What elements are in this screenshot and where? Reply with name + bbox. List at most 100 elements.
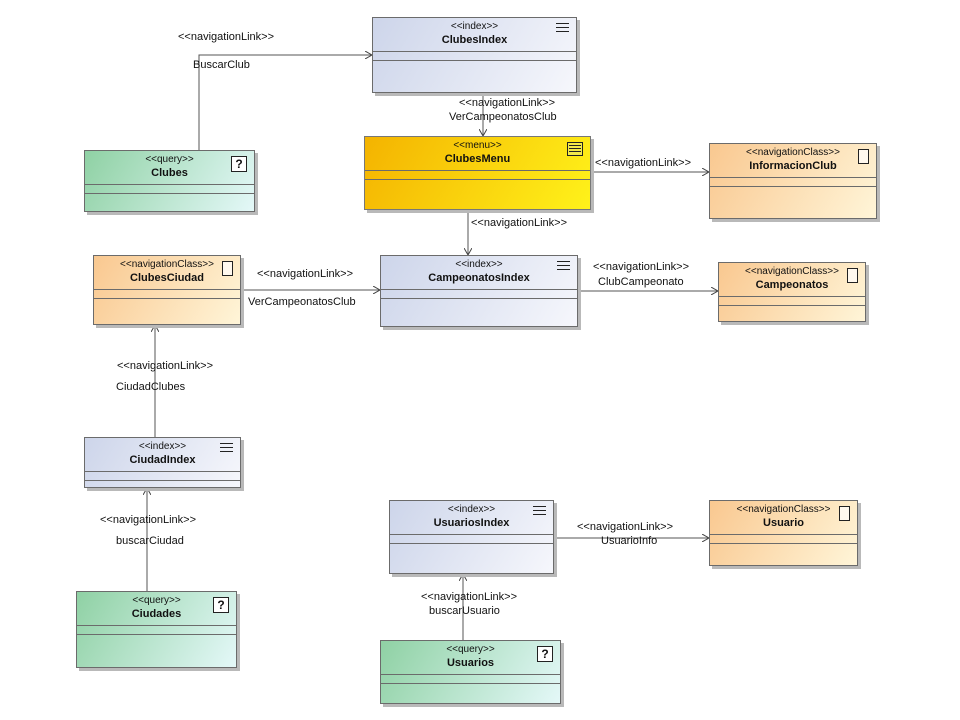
compartment-divider — [85, 471, 240, 472]
compartment-divider — [365, 170, 590, 171]
edge-label-stereotype: <<navigationLink>> — [577, 521, 674, 533]
node-header: <<navigationClass>> ClubesCiudad — [94, 256, 240, 285]
node-header: <<query>> Ciudades — [77, 592, 236, 621]
node-name: ClubesMenu — [444, 153, 511, 165]
node-header: <<navigationClass>> Usuario — [710, 501, 857, 530]
node-header: <<menu>> ClubesMenu — [365, 137, 590, 166]
node-stereotype: <<index>> — [447, 504, 496, 515]
compartment-divider — [77, 625, 236, 626]
node-header: <<query>> Clubes — [85, 151, 254, 180]
edge-label-stereotype: <<navigationLink>> — [178, 31, 275, 43]
node-header: <<index>> UsuariosIndex — [390, 501, 553, 530]
edge-buscarclub — [198, 55, 372, 150]
edge-label-name: VerCampeonatosClub — [449, 111, 557, 123]
index-lines-icon — [220, 443, 233, 453]
node-usuario[interactable]: <<navigationClass>> Usuario — [709, 500, 858, 566]
node-name: CampeonatosIndex — [428, 272, 530, 284]
compartment-divider — [719, 296, 865, 297]
compartment-divider — [85, 480, 240, 481]
node-header: <<index>> ClubesIndex — [373, 18, 576, 47]
node-stereotype: <<query>> — [145, 154, 194, 165]
compartment-divider — [710, 186, 876, 187]
node-clubes[interactable]: <<query>> Clubes ? — [84, 150, 255, 212]
edge-label-stereotype: <<navigationLink>> — [595, 157, 692, 169]
edge-label-name: buscarCiudad — [116, 535, 184, 547]
node-stereotype: <<index>> — [138, 441, 187, 452]
node-ciudades[interactable]: <<query>> Ciudades ? — [76, 591, 237, 668]
menu-icon — [567, 142, 583, 156]
node-name: ClubesIndex — [441, 34, 508, 46]
node-campeonatosindex[interactable]: <<index>> CampeonatosIndex — [380, 255, 578, 327]
edge-label-name: BuscarClub — [193, 59, 250, 71]
compartment-divider — [719, 305, 865, 306]
node-clubesciudad[interactable]: <<navigationClass>> ClubesCiudad — [93, 255, 241, 325]
node-header: <<navigationClass>> InformacionClub — [710, 144, 876, 173]
compartment-divider — [390, 543, 553, 544]
edge-label-stereotype: <<navigationLink>> — [471, 217, 568, 229]
compartment-divider — [390, 534, 553, 535]
node-stereotype: <<index>> — [450, 21, 499, 32]
compartment-divider — [94, 298, 240, 299]
edge-label-stereotype: <<navigationLink>> — [117, 360, 214, 372]
index-lines-icon — [557, 261, 570, 271]
compartment-divider — [710, 543, 857, 544]
compartment-divider — [77, 634, 236, 635]
question-icon: ? — [231, 156, 247, 172]
edge-label-name: ClubCampeonato — [598, 276, 684, 288]
edge-label-stereotype: <<navigationLink>> — [459, 97, 556, 109]
node-name: UsuariosIndex — [433, 517, 510, 529]
node-header: <<navigationClass>> Campeonatos — [719, 263, 865, 292]
node-stereotype: <<navigationClass>> — [120, 259, 214, 270]
class-icon — [847, 268, 858, 283]
node-name: InformacionClub — [749, 160, 837, 172]
edge-label-stereotype: <<navigationLink>> — [593, 261, 690, 273]
edge-label-name: buscarUsuario — [429, 605, 500, 617]
node-campeonatos[interactable]: <<navigationClass>> Campeonatos — [718, 262, 866, 322]
compartment-divider — [710, 177, 876, 178]
node-name: Usuario — [763, 517, 804, 529]
question-icon: ? — [213, 597, 229, 613]
compartment-divider — [381, 298, 577, 299]
compartment-divider — [710, 534, 857, 535]
node-name: CiudadIndex — [129, 454, 196, 466]
class-icon — [222, 261, 233, 276]
index-lines-icon — [533, 506, 546, 516]
node-informacionclub[interactable]: <<navigationClass>> InformacionClub — [709, 143, 877, 219]
node-ciudadindex[interactable]: <<index>> CiudadIndex — [84, 437, 241, 488]
node-name: Ciudades — [131, 608, 182, 620]
node-stereotype: <<menu>> — [453, 140, 502, 151]
node-name: Usuarios — [446, 657, 495, 669]
node-clubesmenu[interactable]: <<menu>> ClubesMenu — [364, 136, 591, 210]
edge-label-stereotype: <<navigationLink>> — [100, 514, 197, 526]
node-name: Clubes — [151, 167, 188, 179]
node-header: <<index>> CiudadIndex — [85, 438, 240, 467]
edge-label-stereotype: <<navigationLink>> — [421, 591, 518, 603]
edge-label-name: VerCampeonatosClub — [248, 296, 356, 308]
edge-label-stereotype: <<navigationLink>> — [257, 268, 354, 280]
index-lines-icon — [556, 23, 569, 33]
compartment-divider — [381, 674, 560, 675]
compartment-divider — [381, 683, 560, 684]
edge-label-name: CiudadClubes — [116, 381, 186, 393]
node-name: ClubesCiudad — [130, 272, 204, 284]
node-name: Campeonatos — [755, 279, 829, 291]
compartment-divider — [94, 289, 240, 290]
node-stereotype: <<navigationClass>> — [745, 266, 839, 277]
compartment-divider — [373, 60, 576, 61]
node-stereotype: <<query>> — [132, 595, 181, 606]
node-clubesindex[interactable]: <<index>> ClubesIndex — [372, 17, 577, 93]
node-header: <<query>> Usuarios — [381, 641, 560, 670]
node-usuariosindex[interactable]: <<index>> UsuariosIndex — [389, 500, 554, 574]
class-icon — [858, 149, 869, 164]
compartment-divider — [381, 289, 577, 290]
compartment-divider — [85, 193, 254, 194]
edge-label-name: UsuarioInfo — [601, 535, 658, 547]
compartment-divider — [365, 179, 590, 180]
compartment-divider — [373, 51, 576, 52]
class-icon — [839, 506, 850, 521]
node-stereotype: <<query>> — [446, 644, 495, 655]
node-usuarios[interactable]: <<query>> Usuarios ? — [380, 640, 561, 704]
node-stereotype: <<navigationClass>> — [746, 147, 840, 158]
